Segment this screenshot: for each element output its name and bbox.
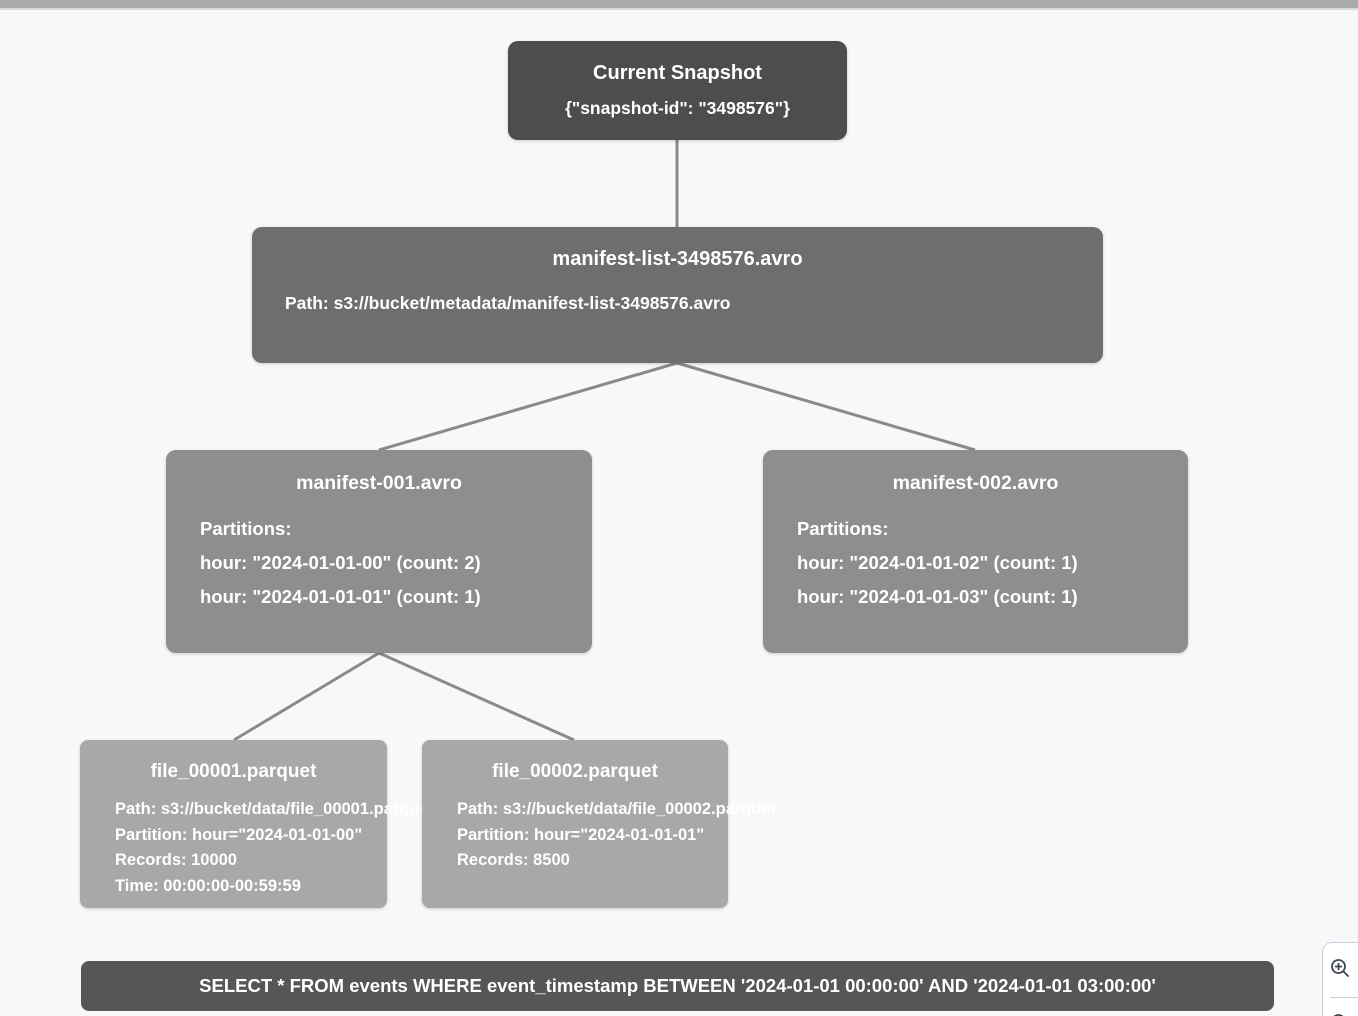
node-manifest-002[interactable]: manifest-002.avro Partitions: hour: "202…: [763, 450, 1188, 653]
manifest-001-title: manifest-001.avro: [296, 472, 462, 494]
file-00002-title: file_00002.parquet: [492, 761, 658, 782]
partition-entry: hour: "2024-01-01-02" (count: 1): [797, 552, 1078, 573]
partition-entry: hour: "2024-01-01-00" (count: 2): [200, 552, 481, 573]
file-time-range: Time: 00:00:00-00:59:59: [115, 876, 301, 895]
node-manifest-001[interactable]: manifest-001.avro Partitions: hour: "202…: [166, 450, 592, 653]
snapshot-title: Current Snapshot: [593, 62, 762, 84]
file-partition: Partition: hour="2024-01-01-00": [115, 825, 363, 844]
zoom-out-button[interactable]: [1323, 1008, 1358, 1016]
edge-manifest-001-to-file-00001: [233, 651, 380, 742]
zoom-out-icon: [1329, 1012, 1351, 1016]
manifest-001-partitions: Partitions: hour: "2024-01-01-00" (count…: [166, 512, 592, 614]
partitions-label: Partitions:: [797, 518, 889, 539]
file-path: Path: s3://bucket/data/file_00002.parque…: [457, 800, 777, 818]
manifest-list-path: Path: s3://bucket/metadata/manifest-list…: [285, 293, 731, 313]
file-records: Records: 10000: [115, 851, 237, 869]
manifest-002-partitions: Partitions: hour: "2024-01-01-02" (count…: [763, 512, 1188, 614]
manifest-list-title: manifest-list-3498576.avro: [552, 248, 803, 270]
file-partition: Partition: hour="2024-01-01-01": [457, 825, 705, 844]
zoom-in-button[interactable]: [1323, 953, 1358, 985]
file-path: Path: s3://bucket/data/file_00001.parque…: [115, 800, 435, 818]
manifest-002-title: manifest-002.avro: [892, 472, 1059, 494]
file-00001-details: Path: s3://bucket/data/file_00001.parque…: [80, 797, 435, 899]
file-00002-details: Path: s3://bucket/data/file_00002.parque…: [422, 797, 777, 874]
edge-manifest-001-to-file-00002: [378, 651, 575, 742]
sql-query-text: SELECT * FROM events WHERE event_timesta…: [199, 975, 1156, 996]
partitions-label: Partitions:: [200, 518, 292, 539]
edge-manifest-list-to-manifest-002: [676, 361, 976, 452]
canvas-controls-panel: [1322, 942, 1358, 1016]
file-records: Records: 8500: [457, 851, 570, 869]
file-00001-title: file_00001.parquet: [150, 761, 317, 782]
controls-divider: [1330, 997, 1358, 998]
node-manifest-list[interactable]: manifest-list-3498576.avro Path: s3://bu…: [252, 227, 1103, 363]
snapshot-id-json: {"snapshot-id": "3498576"}: [565, 98, 790, 118]
partition-entry: hour: "2024-01-01-03" (count: 1): [797, 586, 1078, 607]
window-top-bar: [0, 0, 1358, 10]
edge-manifest-list-to-manifest-001: [378, 361, 678, 452]
partition-entry: hour: "2024-01-01-01" (count: 1): [200, 586, 481, 607]
node-current-snapshot[interactable]: Current Snapshot {"snapshot-id": "349857…: [508, 41, 847, 140]
zoom-in-icon: [1329, 957, 1351, 982]
node-file-00001[interactable]: file_00001.parquet Path: s3://bucket/dat…: [80, 740, 435, 908]
node-file-00002[interactable]: file_00002.parquet Path: s3://bucket/dat…: [422, 740, 777, 908]
sql-query-bar: SELECT * FROM events WHERE event_timesta…: [81, 961, 1274, 1011]
